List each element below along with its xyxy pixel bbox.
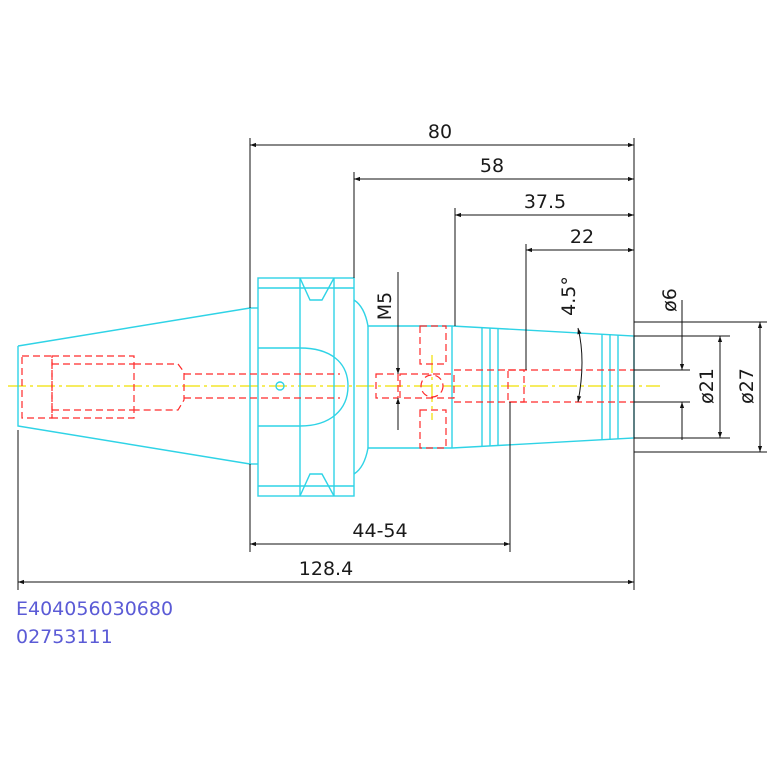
dim-label-80: 80	[428, 121, 452, 143]
hidden-features	[21, 325, 634, 449]
part-code: E404056030680	[16, 598, 173, 620]
dim-label-37-5: 37.5	[524, 191, 566, 213]
dim-label-44-54: 44-54	[352, 520, 407, 542]
dim-arc-4-5	[577, 327, 583, 403]
dim-label-4-5: 4.5°	[558, 276, 580, 316]
dim-label-dia-6: ø6	[659, 288, 681, 312]
dim-label-m5: M5	[374, 292, 396, 320]
dim-label-58: 58	[480, 155, 504, 177]
extension-lines	[17, 138, 767, 590]
tool-holder-outline	[17, 277, 635, 497]
dim-label-128-4: 128.4	[299, 558, 353, 580]
dim-label-22: 22	[570, 226, 594, 248]
part-number: 02753111	[16, 626, 113, 648]
dim-label-dia-21: ø21	[696, 368, 718, 404]
dim-label-dia-27: ø27	[736, 368, 758, 404]
